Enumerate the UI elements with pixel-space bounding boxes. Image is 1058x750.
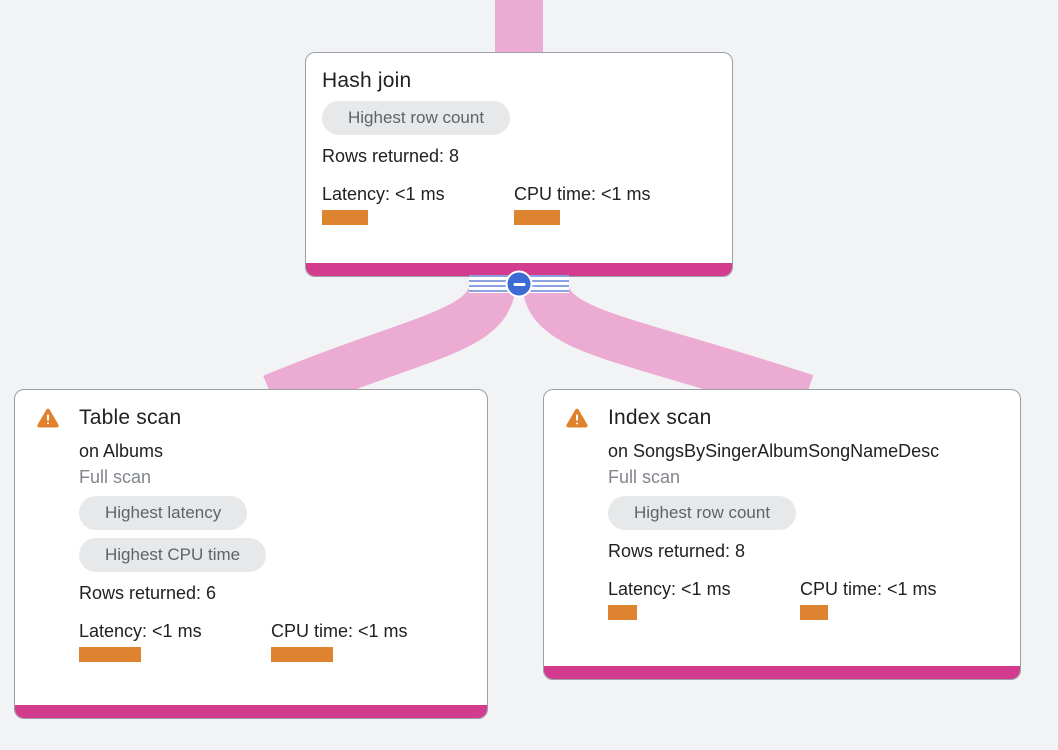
warning-icon: [37, 408, 59, 428]
latency-label: Latency: <1 ms: [322, 184, 445, 204]
latency-metric: Latency: <1 ms: [79, 619, 271, 662]
scan-type-text: Full scan: [79, 467, 152, 487]
rows-returned-text: Rows returned: 6: [79, 583, 217, 603]
rows-returned-text: Rows returned: 8: [608, 541, 746, 561]
plan-node-hash-join[interactable]: Hash join Highest row count Rows returne…: [305, 52, 733, 277]
cpu-metric: CPU time: <1 ms: [271, 619, 408, 662]
node-accent-bar: [544, 666, 1020, 679]
edge-hash-join-to-table-scan: [263, 278, 516, 419]
node-accent-bar: [306, 263, 732, 276]
node-accent-bar: [15, 705, 487, 718]
node-content: Hash join Highest row count Rows returne…: [306, 53, 732, 263]
plan-node-table-scan[interactable]: Table scan on Albums Full scan Highest l…: [14, 389, 488, 719]
badge-highest-latency: Highest latency: [79, 496, 248, 530]
node-subtitle: on SongsBySingerAlbumSongNameDesc: [608, 441, 940, 461]
badge-highest-row-count: Highest row count: [608, 496, 797, 530]
node-title: Table scan: [79, 406, 182, 429]
badge-highest-cpu-time: Highest CPU time: [79, 538, 267, 572]
badge-highest-row-count: Highest row count: [322, 101, 511, 135]
latency-bar: [608, 605, 637, 620]
latency-bar: [322, 210, 368, 225]
cpu-label: CPU time: <1 ms: [800, 579, 937, 599]
cpu-label: CPU time: <1 ms: [514, 184, 651, 204]
node-subtitle: on Albums: [79, 441, 164, 461]
cpu-metric: CPU time: <1 ms: [800, 577, 937, 620]
latency-bar: [79, 647, 141, 662]
minus-icon: [513, 282, 525, 286]
cpu-bar: [800, 605, 828, 620]
warning-icon: [566, 408, 588, 428]
collapse-children-button[interactable]: [505, 270, 533, 298]
latency-metric: Latency: <1 ms: [608, 577, 800, 620]
cpu-label: CPU time: <1 ms: [271, 621, 408, 641]
plan-node-index-scan[interactable]: Index scan on SongsBySingerAlbumSongName…: [543, 389, 1021, 680]
cpu-bar: [514, 210, 560, 225]
rows-returned-text: Rows returned: 8: [322, 146, 460, 166]
scan-type-text: Full scan: [608, 467, 681, 487]
latency-label: Latency: <1 ms: [79, 621, 202, 641]
collapse-rail: [469, 270, 569, 298]
node-content: Table scan on Albums Full scan Highest l…: [15, 390, 487, 705]
latency-label: Latency: <1 ms: [608, 579, 731, 599]
edge-hash-join-to-index-scan: [522, 278, 814, 419]
node-title: Hash join: [322, 69, 412, 92]
cpu-metric: CPU time: <1 ms: [514, 182, 651, 225]
node-content: Index scan on SongsBySingerAlbumSongName…: [544, 390, 1020, 666]
cpu-bar: [271, 647, 333, 662]
node-title: Index scan: [608, 406, 712, 429]
latency-metric: Latency: <1 ms: [322, 182, 514, 225]
